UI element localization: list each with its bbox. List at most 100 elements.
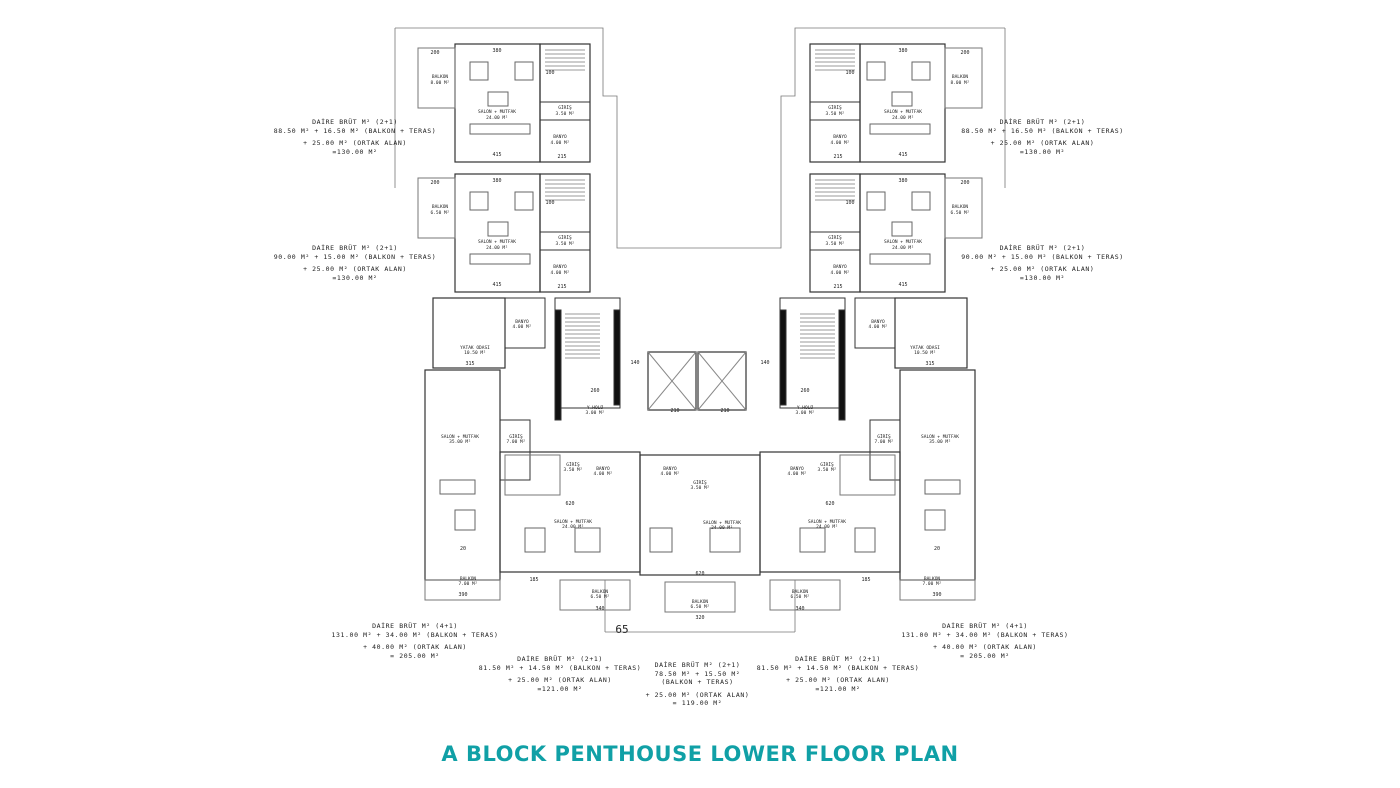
- dim-label: 390: [932, 592, 941, 598]
- room-balkon: BALKON: [924, 576, 941, 582]
- room-salon-area: 35.00 M²: [449, 439, 471, 445]
- room-giris-area: 3.50 M²: [826, 111, 845, 117]
- wall-segment: [866, 191, 886, 211]
- dim-label: 100: [545, 70, 554, 76]
- wall-segment: [469, 253, 531, 265]
- wall-segment: [769, 579, 841, 611]
- dim-label: 200: [960, 50, 969, 56]
- dim-label: 340: [795, 606, 804, 612]
- wall-segment: [417, 177, 456, 239]
- room-banyo: BANYO: [553, 264, 567, 270]
- room-salon-area: 24.00 M²: [562, 524, 584, 530]
- room-banyo: BANYO: [663, 466, 677, 472]
- room-giris: GİRİŞ: [558, 234, 572, 241]
- wall-segment: [944, 177, 983, 239]
- room-banyo: BANYO: [515, 319, 529, 325]
- room-balkon-area: 8.00 M²: [951, 80, 970, 86]
- wall-segment: [911, 61, 931, 81]
- wall-segment: [869, 253, 931, 265]
- wall-segment: [649, 527, 673, 553]
- site-boundary: [395, 27, 1005, 249]
- room-yuvlu-area: 3.00 M²: [586, 410, 605, 416]
- wall-segment: [869, 419, 901, 481]
- room-banyo-area: 4.00 M²: [661, 471, 680, 477]
- room-salon-area: 35.00 M²: [929, 439, 951, 445]
- room-balkon: BALKON: [952, 74, 969, 80]
- wall-segment: [514, 61, 534, 81]
- summary-upper-left: DAİRE BRÜT M² (2+1) 88.50 M² + 16.50 M² …: [273, 118, 437, 156]
- room-salon: SALON + MUTFAK: [554, 519, 592, 525]
- room-balkon-area: 6.50 M²: [691, 604, 710, 610]
- dim-label: 20: [460, 546, 466, 552]
- wall-segment: [779, 309, 787, 406]
- room-banyo-area: 4.00 M²: [551, 140, 570, 146]
- wall-segment: [869, 123, 931, 135]
- room-banyo-area: 4.00 M²: [594, 471, 613, 477]
- wall-segment: [524, 527, 546, 553]
- dim-label: 415: [898, 282, 907, 288]
- wall-segment: [911, 191, 931, 211]
- wall-segment: [891, 221, 913, 237]
- dim-label: 185: [861, 577, 870, 583]
- wall-segment: [838, 309, 846, 421]
- room-balkon-area: 6.50 M²: [791, 594, 810, 600]
- room-salon-area: 24.00 M²: [816, 524, 838, 530]
- wall-segment: [417, 47, 456, 109]
- wall-segment: [924, 509, 946, 531]
- room-salon: SALON + MUTFAK: [884, 239, 922, 245]
- dim-label: 100: [545, 200, 554, 206]
- room-salon: SALON + MUTFAK: [478, 239, 516, 245]
- wall-segment: [854, 527, 876, 553]
- dim-label: 140: [630, 360, 639, 366]
- wall-segment: [554, 309, 562, 421]
- dim-label: 380: [492, 178, 501, 184]
- room-giris-area: 3.50 M²: [564, 467, 583, 473]
- scale-stamp: 65: [615, 623, 628, 636]
- wall-segment: [439, 479, 476, 495]
- room-balkon-area: 7.00 M²: [459, 581, 478, 587]
- wall-segment: [454, 509, 476, 531]
- room-yuvlu: Y.HOLÜ: [587, 404, 604, 411]
- room-balkon-area: 8.00 M²: [431, 80, 450, 86]
- dim-label: 415: [492, 282, 501, 288]
- wall-segment: [539, 173, 591, 293]
- dim-label: 390: [458, 592, 467, 598]
- room-salon-area: 24.00 M²: [892, 115, 914, 121]
- room-balkon: BALKON: [460, 576, 477, 582]
- room-yatak-area: 10.50 M²: [914, 350, 936, 356]
- wall-segment: [809, 43, 861, 163]
- room-banyo: BANYO: [833, 264, 847, 270]
- room-giris-area: 3.50 M²: [556, 111, 575, 117]
- room-giris: GİRİŞ: [693, 479, 707, 486]
- room-giris: GİRİŞ: [558, 104, 572, 111]
- wall-segment: [839, 454, 896, 496]
- wall-segment: [469, 191, 489, 211]
- dim-label: 100: [845, 200, 854, 206]
- room-giris: GİRİŞ: [566, 461, 580, 468]
- room-salon: SALON + MUTFAK: [441, 434, 479, 440]
- room-yatak: YATAK ODASI: [910, 345, 940, 351]
- dim-label: 210: [670, 408, 679, 414]
- room-salon: SALON + MUTFAK: [921, 434, 959, 440]
- room-salon: SALON + MUTFAK: [884, 109, 922, 115]
- dim-label: 415: [492, 152, 501, 158]
- room-balkon: BALKON: [432, 74, 449, 80]
- dim-label: 320: [695, 615, 704, 621]
- room-giris: GİRİŞ: [828, 234, 842, 241]
- dim-label: 415: [898, 152, 907, 158]
- dim-label: 380: [898, 178, 907, 184]
- dim-label: 100: [845, 70, 854, 76]
- wall-line: [697, 351, 747, 411]
- summary-center-right: DAİRE BRÜT M² (2+1) 81.50 M² + 14.50 M² …: [756, 655, 920, 693]
- room-banyo-area: 4.00 M²: [513, 324, 532, 330]
- wall-segment: [574, 527, 601, 553]
- room-salon: SALON + MUTFAK: [478, 109, 516, 115]
- room-banyo: BANYO: [596, 466, 610, 472]
- summary-upper-right: DAİRE BRÜT M² (2+1) 88.50 M² + 16.50 M² …: [961, 118, 1124, 156]
- wall-segment: [514, 191, 534, 211]
- dim-label: 200: [960, 180, 969, 186]
- wall-segment: [866, 61, 886, 81]
- dim-label: 20: [934, 546, 940, 552]
